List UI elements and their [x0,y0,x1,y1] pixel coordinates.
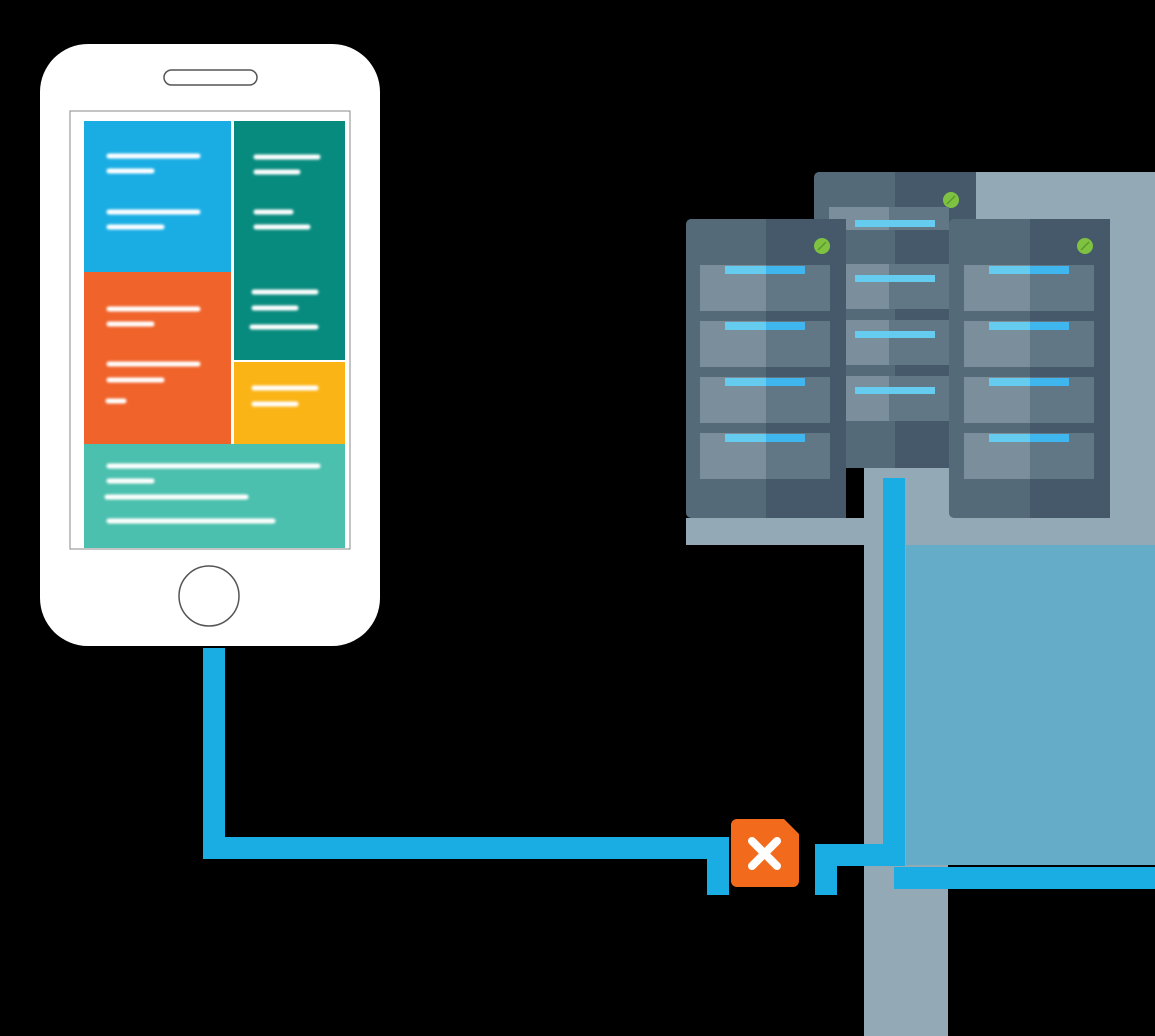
screen-tile-orange [84,272,231,444]
close-icon [748,837,781,870]
server-rack-icon [686,172,1110,518]
screen-tile-blue [84,121,231,272]
phone-home-button [178,565,240,627]
screen-tile-teal-dark [234,121,345,360]
server-unit-left [686,219,846,518]
smartphone-icon [40,44,380,646]
phone-speaker [163,69,258,86]
server-cable [815,478,1155,895]
server-unit-back [814,172,976,468]
phone-cable [203,648,729,895]
screen-text-lines [104,153,321,524]
connection-error-badge [731,819,799,887]
server-unit-right [949,219,1110,518]
